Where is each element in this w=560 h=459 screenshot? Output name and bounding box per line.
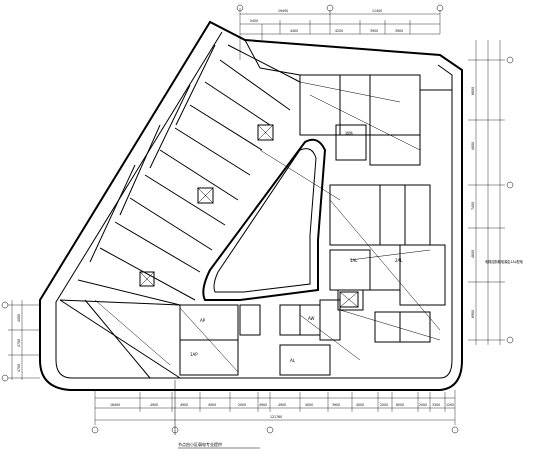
- left-dimension-texts: 4000 4700 4700: [17, 314, 21, 372]
- top-wing-rooms: [244, 39, 452, 166]
- grid-bubbles: [1, 4, 514, 434]
- dim-right-3: 7400: [471, 202, 475, 210]
- room-label-ap: AP: [200, 318, 206, 323]
- dim-bottom-15: 1200: [446, 403, 454, 407]
- building-outline: [39, 20, 463, 391]
- annotations: 电梯控制箱电源由1AL配电 节点由小区弱电专业提供: [174, 259, 524, 449]
- dim-top-5: 4200: [335, 29, 343, 33]
- dim-bottom-1: 16400: [110, 403, 120, 407]
- dim-bottom-6: 4900: [259, 403, 267, 407]
- top-dimension-lines: [239, 8, 441, 60]
- dim-bottom-12: 6000: [396, 403, 404, 407]
- note-label: 节点由小区弱电专业提供: [178, 441, 222, 447]
- central-rooms: [319, 184, 446, 343]
- dim-bottom-7: 4900: [278, 403, 286, 407]
- right-dimension-texts: 6800 4800 7400 4800 6900: [471, 87, 475, 318]
- bottom-dimension-texts: 16400 4900 4900 4900 2000 4900 4900 4000…: [110, 403, 454, 419]
- dim-bottom-9: 3900: [332, 403, 340, 407]
- room-label-al: AL: [290, 358, 296, 363]
- dim-right-4: 4800: [471, 250, 475, 258]
- top-dimension-texts: 19400 11400 5450 4400 4200 3900 3900: [250, 9, 403, 33]
- room-label-1ap: 1AP: [190, 352, 198, 357]
- dim-top-3: 5450: [250, 19, 258, 23]
- dim-left-3: 4700: [17, 364, 21, 372]
- stairwells: [139, 124, 359, 308]
- dim-right-2: 4800: [471, 142, 475, 150]
- lower-left-rooms: [59, 299, 331, 379]
- dim-left-1: 4000: [17, 314, 21, 322]
- dim-bottom-3: 4900: [180, 403, 188, 407]
- room-label-2al: 2AL: [395, 258, 403, 263]
- wiring-lines: [94, 81, 441, 373]
- dim-bottom-2: 4900: [150, 403, 158, 407]
- dim-right-1: 6800: [471, 87, 475, 95]
- room-label-fire: 消防: [345, 130, 353, 136]
- annotation-elevator: 电梯控制箱电源由1AL配电: [485, 259, 524, 264]
- right-dimension-lines: [468, 40, 505, 345]
- dim-top-6: 3900: [370, 29, 378, 33]
- dim-bottom-total: 121760: [270, 415, 282, 419]
- dim-bottom-11: 2000: [380, 403, 388, 407]
- room-labels: 消防 1AL AP 2AL AW 1AP AL: [190, 130, 403, 363]
- dim-bottom-5: 2000: [238, 403, 246, 407]
- bottom-dimension-lines: [94, 390, 456, 425]
- dim-right-5: 6900: [471, 310, 475, 318]
- wing-partitions: [77, 44, 301, 306]
- dim-bottom-14: 3300: [432, 403, 440, 407]
- dim-top-7: 3900: [395, 29, 403, 33]
- dim-top-4: 4400: [290, 29, 298, 33]
- left-dimension-lines: [8, 300, 40, 380]
- room-label-1al: 1AL: [350, 258, 358, 263]
- dim-bottom-13: 2000: [419, 403, 427, 407]
- room-label-aw: AW: [308, 316, 315, 321]
- dim-left-2: 4700: [17, 339, 21, 347]
- dim-bottom-8: 4000: [305, 403, 313, 407]
- dim-top-2: 11400: [372, 9, 382, 13]
- dim-bottom-10: 4000: [356, 403, 364, 407]
- dim-top-1: 19400: [278, 9, 288, 13]
- dim-bottom-4: 4900: [208, 403, 216, 407]
